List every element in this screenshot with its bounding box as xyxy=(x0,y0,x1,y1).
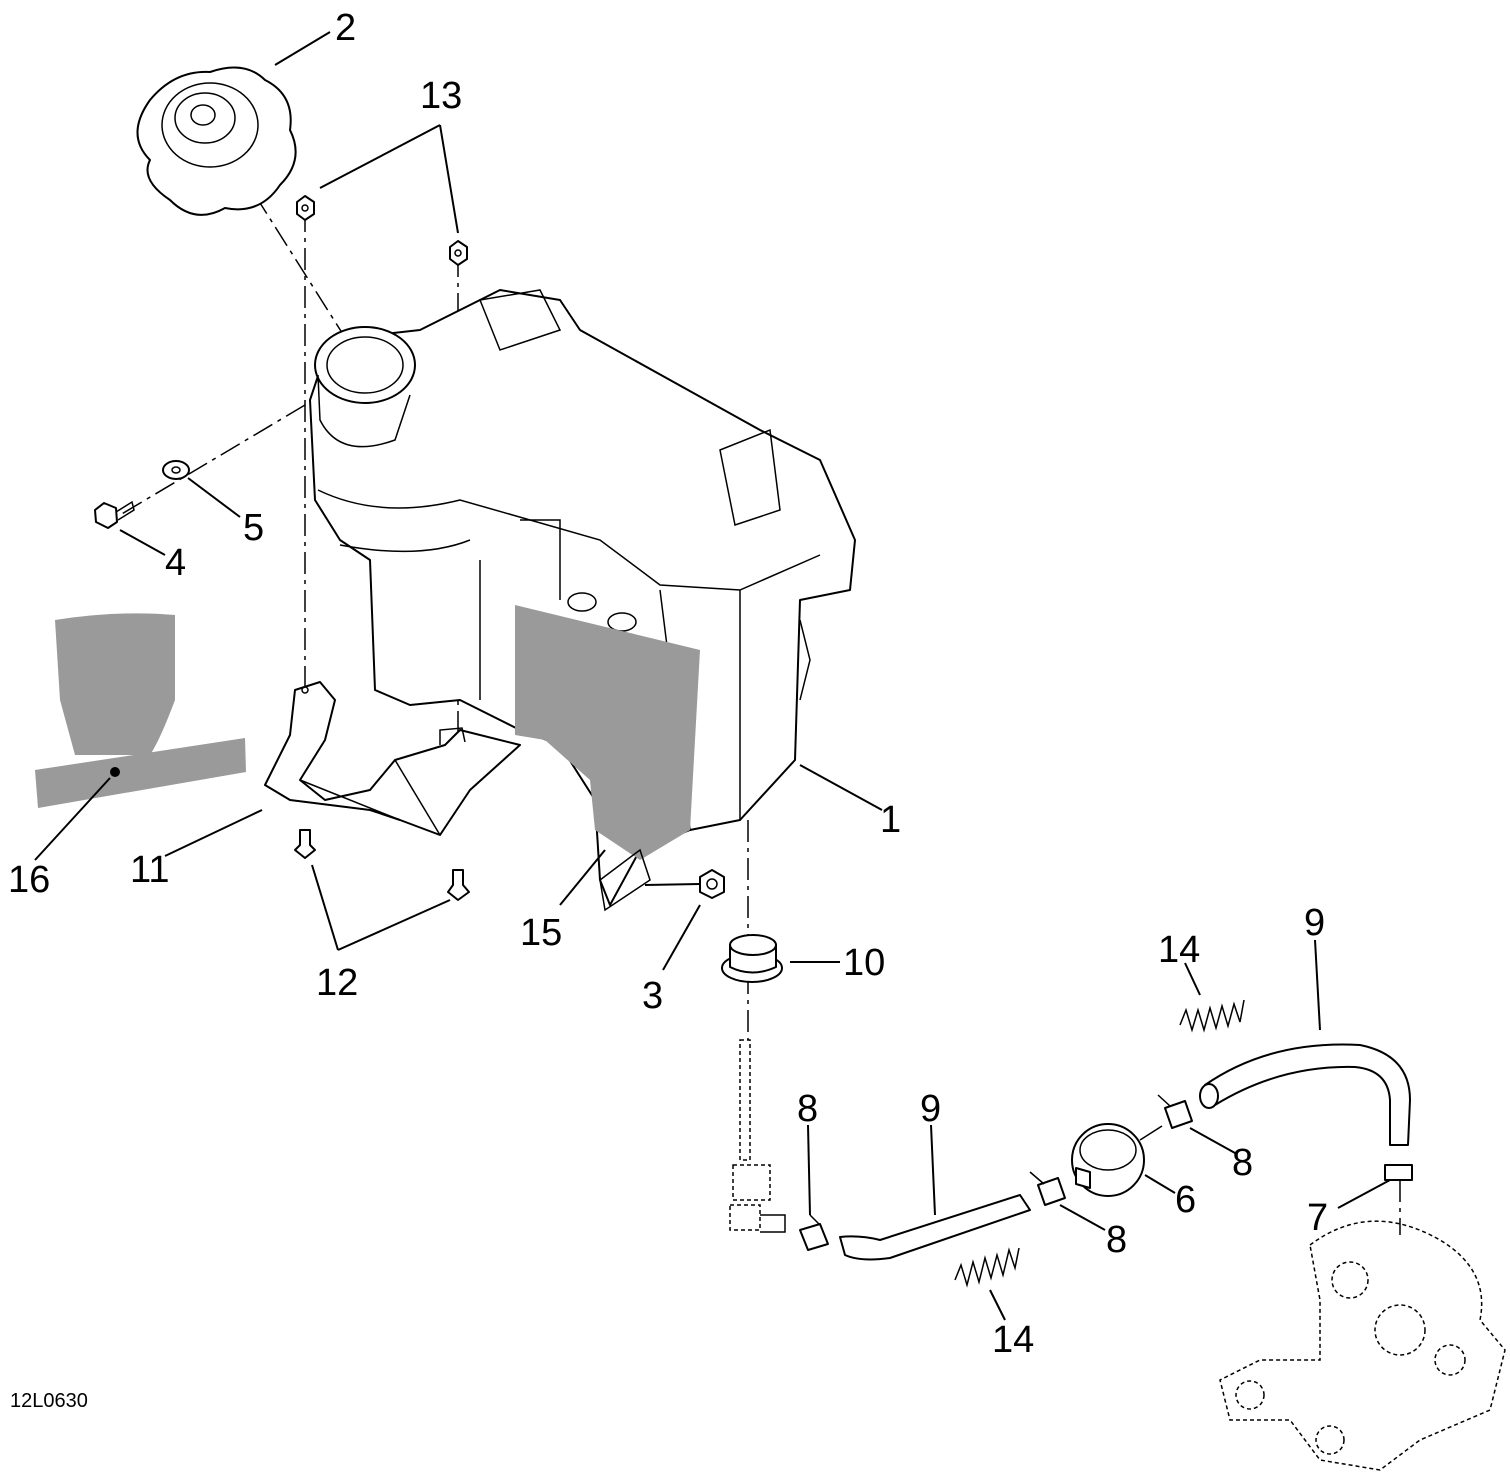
callout-5: 5 xyxy=(243,507,264,549)
spring-14-upper xyxy=(1179,999,1245,1033)
grommet-10 xyxy=(721,934,783,983)
callout-7: 7 xyxy=(1307,1197,1328,1239)
screw-12-left xyxy=(294,829,316,859)
callout-12: 12 xyxy=(316,962,358,1004)
oil-tank-part xyxy=(309,289,856,912)
nut-13-right xyxy=(449,240,468,266)
oil-pump-ghost xyxy=(1219,1220,1506,1471)
callout-2: 2 xyxy=(335,7,356,49)
callout-3: 3 xyxy=(642,975,663,1017)
callout-8-middle: 8 xyxy=(1106,1219,1127,1261)
callout-13: 13 xyxy=(420,75,462,117)
screw-12-right xyxy=(447,869,470,901)
hose-9-lower xyxy=(839,1194,1031,1261)
callout-14-upper: 14 xyxy=(1158,929,1200,971)
clamp-7 xyxy=(1384,1164,1413,1181)
callouts: 1 2 3 4 5 6 7 8 8 8 9 9 10 11 12 13 14 1… xyxy=(8,7,1328,1361)
clamp-8-left xyxy=(799,1214,829,1251)
clamp-8-right xyxy=(1157,1094,1193,1129)
callout-10: 10 xyxy=(843,942,885,984)
nut-3 xyxy=(699,869,725,899)
callout-14-lower: 14 xyxy=(992,1319,1034,1361)
callout-8-right: 8 xyxy=(1232,1142,1253,1184)
washer-5 xyxy=(162,460,190,480)
figure-id: 12L0630 xyxy=(10,1390,88,1412)
callout-9-upper: 9 xyxy=(1304,902,1325,944)
leader-lines xyxy=(34,31,1391,1321)
clamp-8-middle xyxy=(1029,1171,1066,1206)
decal-part xyxy=(35,613,246,808)
spring-14-lower xyxy=(954,1247,1020,1288)
hose-9-upper xyxy=(1199,1043,1411,1146)
bolt-4 xyxy=(94,500,135,529)
callout-8-left: 8 xyxy=(797,1088,818,1130)
callout-11: 11 xyxy=(130,849,169,891)
filter-6 xyxy=(1071,1123,1163,1197)
oil-pickup-fitting xyxy=(729,1039,786,1233)
callout-9-lower: 9 xyxy=(920,1088,941,1130)
callout-1: 1 xyxy=(880,799,901,841)
filler-cap-part xyxy=(136,66,297,216)
bracket-part xyxy=(264,681,521,836)
callout-15: 15 xyxy=(520,912,562,954)
callout-16: 16 xyxy=(8,859,50,901)
nut-13-left xyxy=(296,195,315,221)
callout-4: 4 xyxy=(165,542,186,584)
callout-6: 6 xyxy=(1175,1179,1196,1221)
